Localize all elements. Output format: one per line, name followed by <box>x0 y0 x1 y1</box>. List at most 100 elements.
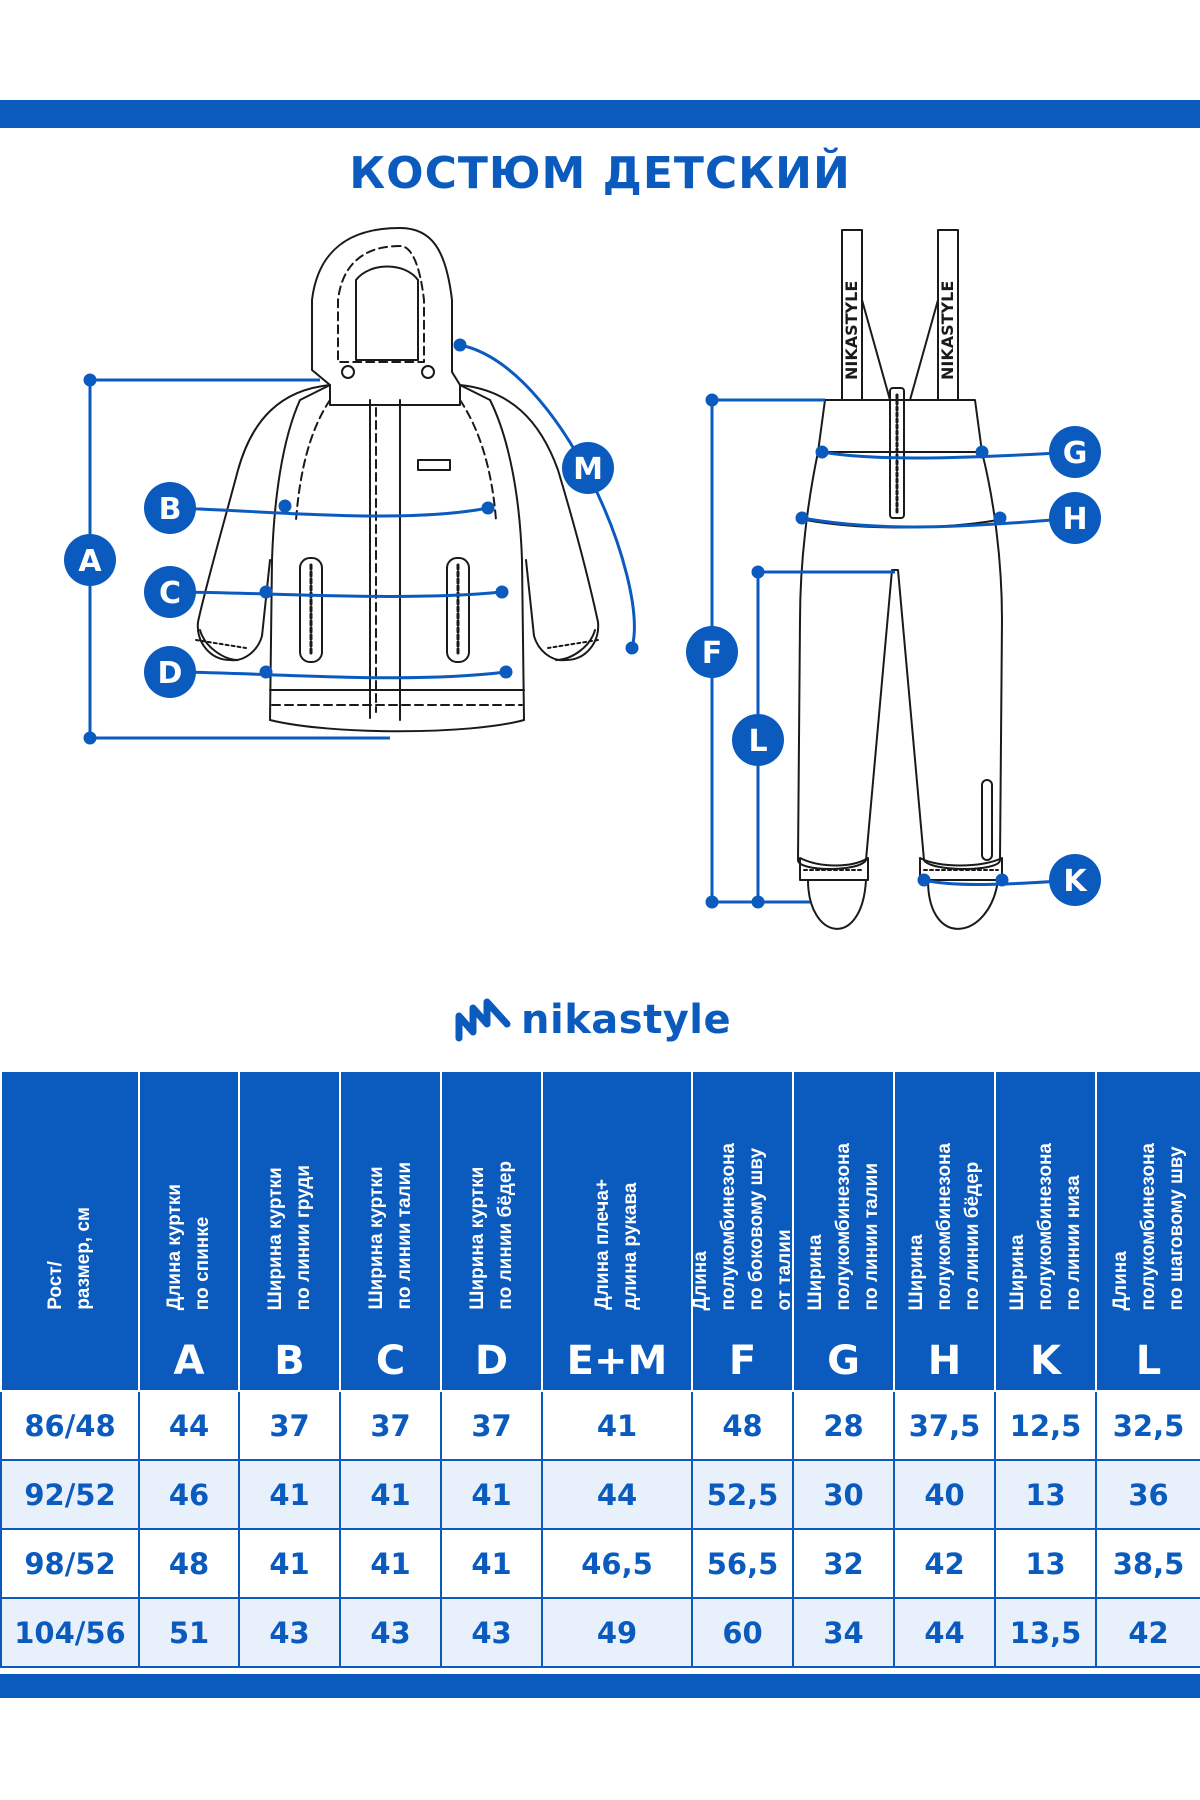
table-cell: 52,5 <box>691 1459 794 1530</box>
table-cell: 42 <box>1095 1597 1200 1668</box>
table-row: 104/56 51 43 43 43 49 60 34 44 13,5 42 <box>0 1597 1200 1668</box>
table-cell: 41 <box>339 1528 442 1599</box>
table-cell: 13,5 <box>994 1597 1097 1668</box>
table-cell: 41 <box>238 1459 341 1530</box>
table-cell: 13 <box>994 1528 1097 1599</box>
header-letter: H <box>927 1338 962 1384</box>
table-cell: 41 <box>440 1528 543 1599</box>
table-cell: 13 <box>994 1459 1097 1530</box>
table-cell: 36 <box>1095 1459 1200 1530</box>
table-cell: 56,5 <box>691 1528 794 1599</box>
label-h: H <box>1062 502 1087 537</box>
brand-logo-icon <box>455 998 511 1042</box>
header-letter: C <box>375 1338 406 1384</box>
label-d: D <box>158 656 183 691</box>
overalls-straps-text: NIKASTYLE NIKASTYLE <box>842 281 957 380</box>
table-cell: 42 <box>893 1528 996 1599</box>
table-cell: 41 <box>238 1528 341 1599</box>
header-label: Ширина куртки по линии бёдер <box>466 1161 516 1310</box>
table-cell: 37,5 <box>893 1390 996 1461</box>
table-cell: 32 <box>792 1528 895 1599</box>
table-cell: 30 <box>792 1459 895 1530</box>
table-cell: 51 <box>138 1597 240 1668</box>
label-c: C <box>159 576 181 611</box>
table-cell: 41 <box>339 1459 442 1530</box>
table-cell: 43 <box>339 1597 442 1668</box>
label-b: B <box>159 492 182 527</box>
header-label: Ширина куртки по линии груди <box>264 1164 314 1310</box>
header-letter: E+M <box>566 1338 668 1384</box>
header-label: Длина полукомбинезона по боковому шву от… <box>689 1142 795 1311</box>
jacket-drawing <box>195 227 600 733</box>
table-cell: 98/52 <box>0 1528 140 1599</box>
header-letter: D <box>474 1338 509 1384</box>
table-cell: 32,5 <box>1095 1390 1200 1461</box>
header-label: Длина полукомбинезона по шаговому шву <box>1109 1142 1187 1311</box>
label-m: M <box>573 452 603 487</box>
header-cell: Рост/ размер, см <box>0 1070 140 1392</box>
bottom-band <box>0 1674 1200 1698</box>
table-cell: 28 <box>792 1390 895 1461</box>
header-letter: F <box>728 1338 757 1384</box>
table-cell: 43 <box>238 1597 341 1668</box>
header-letter: B <box>274 1338 305 1384</box>
table-cell: 12,5 <box>994 1390 1097 1461</box>
label-k: K <box>1063 864 1088 899</box>
header-cell: Длина полукомбинезона по боковому шву от… <box>690 1070 795 1392</box>
table-cell: 46,5 <box>541 1528 693 1599</box>
table-cell: 60 <box>691 1597 794 1668</box>
header-letter: L <box>1135 1338 1162 1384</box>
table-cell: 49 <box>541 1597 693 1668</box>
table-cell: 37 <box>440 1390 543 1461</box>
top-band <box>0 100 1200 128</box>
strap-text-right: NIKASTYLE <box>938 281 957 380</box>
table-row: 86/48 44 37 37 37 41 48 28 37,5 12,5 32,… <box>0 1390 1200 1461</box>
label-g: G <box>1063 436 1088 471</box>
header-letter: G <box>827 1338 860 1384</box>
table-cell: 37 <box>339 1390 442 1461</box>
table-cell: 44 <box>541 1459 693 1530</box>
table-cell: 48 <box>691 1390 794 1461</box>
table-cell: 44 <box>138 1390 240 1461</box>
header-label: Ширина полукомбинезона по линии талии <box>804 1142 882 1311</box>
table-cell: 86/48 <box>0 1390 140 1461</box>
table-cell: 40 <box>893 1459 996 1530</box>
header-letter: K <box>1030 1338 1061 1384</box>
table-cell: 41 <box>440 1459 543 1530</box>
table-cell: 38,5 <box>1095 1528 1200 1599</box>
table-cell: 44 <box>893 1597 996 1668</box>
garment-diagram: A B C D M NIKASTYLE NIKASTYLE <box>64 227 1101 930</box>
brand-name: nikastyle <box>521 997 732 1043</box>
table-row: 98/52 48 41 41 41 46,5 56,5 32 42 13 38,… <box>0 1528 1200 1599</box>
table-cell: 46 <box>138 1459 240 1530</box>
table-cell: 37 <box>238 1390 341 1461</box>
header-label: Рост/ размер, см <box>45 1207 94 1310</box>
table-cell: 92/52 <box>0 1459 140 1530</box>
header-label: Ширина куртки по линии талии <box>365 1162 415 1310</box>
label-a: A <box>78 544 102 579</box>
table-cell: 48 <box>138 1528 240 1599</box>
header-letter: A <box>173 1338 205 1384</box>
table-cell: 104/56 <box>0 1597 140 1668</box>
jacket-label-circles: A B C D M <box>64 442 614 698</box>
header-label: Ширина полукомбинезона по линии низа <box>1006 1142 1084 1311</box>
brand-logo: nikastyle <box>455 990 731 1050</box>
strap-text-left: NIKASTYLE <box>842 281 861 380</box>
overalls-label-circles: G H F L K <box>686 426 1101 906</box>
label-f: F <box>702 636 723 671</box>
label-l: L <box>748 724 767 759</box>
table-cell: 43 <box>440 1597 543 1668</box>
table-cell: 34 <box>792 1597 895 1668</box>
overalls-drawing <box>797 229 1003 930</box>
